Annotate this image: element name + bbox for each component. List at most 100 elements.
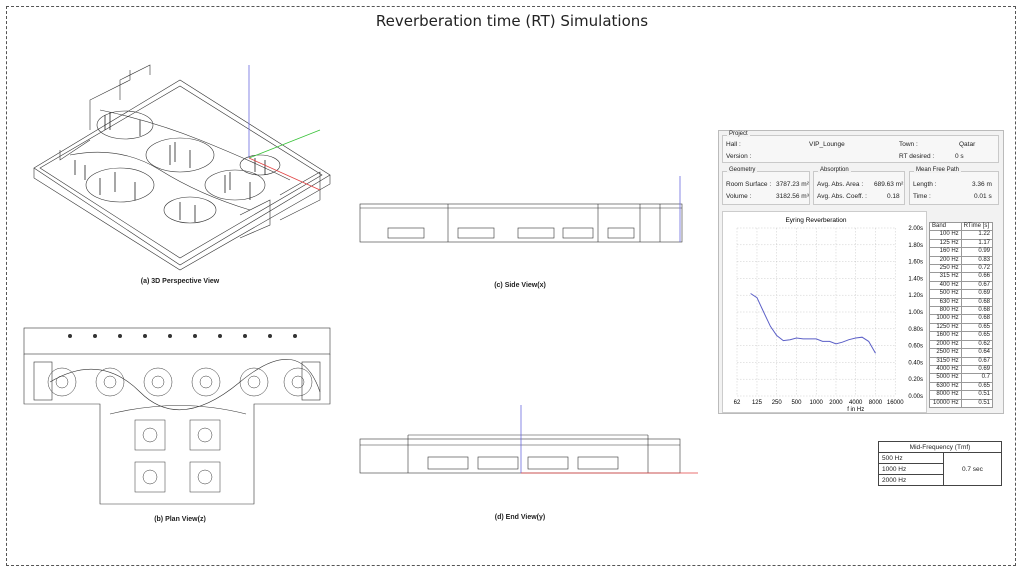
geometry-group: Geometry Room Surface : 3787.23 m² Volum… <box>722 167 810 205</box>
band-cell: 250 Hz <box>929 264 962 274</box>
results-panel: Project Hall : VIP_Lounge Town : Qatar V… <box>718 130 1004 414</box>
band-cell: 630 Hz <box>929 297 962 308</box>
rt-cell: 0.66 <box>960 272 994 282</box>
plan-view-drawing <box>23 327 331 505</box>
rt-cell: 0.65 <box>960 322 994 333</box>
y-tick-label: 1.80s <box>908 243 923 249</box>
y-tick-label: 0.20s <box>908 377 923 383</box>
rt-cell: 0.83 <box>960 255 994 266</box>
mid-frequency-header: Mid-Frequency (Tmf) <box>878 441 1002 453</box>
rt-cell: 1.22 <box>960 230 994 240</box>
y-tick-label: 2.00s <box>908 226 923 232</box>
band-cell: 10000 Hz <box>929 398 962 408</box>
side-view-drawing <box>359 176 683 243</box>
page-title: Reverberation time (RT) Simulations <box>375 12 649 30</box>
band-cell: 200 Hz <box>929 255 962 266</box>
y-tick-label: 0.40s <box>908 360 923 366</box>
mid-frequency-value: 0.7 sec <box>942 452 1003 486</box>
x-tick-label: 4000 <box>849 400 863 406</box>
band-cell: 1000 Hz <box>929 314 962 324</box>
mid-frequency-row: 1000 Hz <box>878 463 944 475</box>
rt-cell: 0.72 <box>960 264 994 274</box>
band-cell: 315 Hz <box>929 272 962 282</box>
band-cell: 800 Hz <box>929 306 962 316</box>
x-tick-label: 125 <box>752 400 763 406</box>
x-tick-label: 2000 <box>829 400 843 406</box>
rt-cell: 1.17 <box>960 238 994 249</box>
rt-cell: 0.64 <box>960 348 994 358</box>
band-cell: 2000 Hz <box>929 339 962 350</box>
x-axis-label: f in Hz <box>847 407 864 412</box>
mid-frequency-table: Mid-Frequency (Tmf) 500 Hz 0.7 sec 1000 … <box>878 441 1003 486</box>
x-tick-label: 8000 <box>869 400 883 406</box>
band-cell: 1250 Hz <box>929 322 962 333</box>
y-tick-label: 1.60s <box>908 260 923 266</box>
caption-plan: (b) Plan View(z) <box>154 516 206 523</box>
y-tick-label: 0.80s <box>908 327 923 333</box>
mfp-time-value: 0.01 s <box>974 193 992 200</box>
rt-cell: 0.65 <box>960 331 994 341</box>
caption-side: (c) Side View(x) <box>494 282 546 289</box>
abs-area-value: 689.63 m² <box>874 181 904 188</box>
rt-desired-value: 0 s <box>955 153 964 160</box>
rt-header: RTime [s] <box>960 221 994 232</box>
rt-series-line <box>750 293 876 354</box>
room-surface-value: 3787.23 m² <box>776 181 809 188</box>
rt-cell: 0.7 <box>960 373 994 383</box>
x-tick-label: 16000 <box>887 400 904 406</box>
rt-cell: 0.62 <box>960 339 994 350</box>
band-cell: 5000 Hz <box>929 373 962 383</box>
rt-cell: 0.68 <box>960 314 994 324</box>
band-cell: 160 Hz <box>929 247 962 257</box>
rt-cell: 0.68 <box>960 306 994 316</box>
project-group: Project Hall : VIP_Lounge Town : Qatar V… <box>722 131 999 163</box>
band-cell: 4000 Hz <box>929 364 962 375</box>
band-cell: 500 Hz <box>929 289 962 299</box>
rt-cell: 0.99 <box>960 247 994 257</box>
y-tick-label: 1.00s <box>908 310 923 316</box>
y-tick-label: 1.20s <box>908 293 923 299</box>
band-cell: 100 Hz <box>929 230 962 240</box>
mid-frequency-row: 500 Hz <box>878 452 944 464</box>
mean-free-path-group: Mean Free Path Length : 3.36 m Time : 0.… <box>909 167 999 205</box>
perspective-view-drawing <box>33 64 331 271</box>
y-tick-label: 1.40s <box>908 276 923 282</box>
rt-cell: 0.69 <box>960 364 994 375</box>
band-cell: 6300 Hz <box>929 381 962 392</box>
end-view-drawing <box>359 405 698 474</box>
band-cell: 2500 Hz <box>929 348 962 358</box>
volume-value: 3182.56 m³ <box>776 193 809 200</box>
rt-cell: 0.67 <box>960 356 994 366</box>
mfp-length-value: 3.36 m <box>972 181 992 188</box>
hall-value: VIP_Lounge <box>809 141 845 148</box>
drawing-frame <box>6 6 1016 566</box>
x-tick-label: 250 <box>772 400 783 406</box>
band-header: Band <box>929 221 962 232</box>
y-tick-label: 0.00s <box>908 394 923 400</box>
town-value: Qatar <box>959 141 976 148</box>
rt-cell: 0.67 <box>960 280 994 291</box>
band-cell: 3150 Hz <box>929 356 962 366</box>
band-cell: 400 Hz <box>929 280 962 291</box>
x-tick-label: 500 <box>791 400 802 406</box>
band-cell: 8000 Hz <box>929 390 962 400</box>
rt-cell: 0.51 <box>960 390 994 400</box>
x-tick-label: 1000 <box>810 400 824 406</box>
